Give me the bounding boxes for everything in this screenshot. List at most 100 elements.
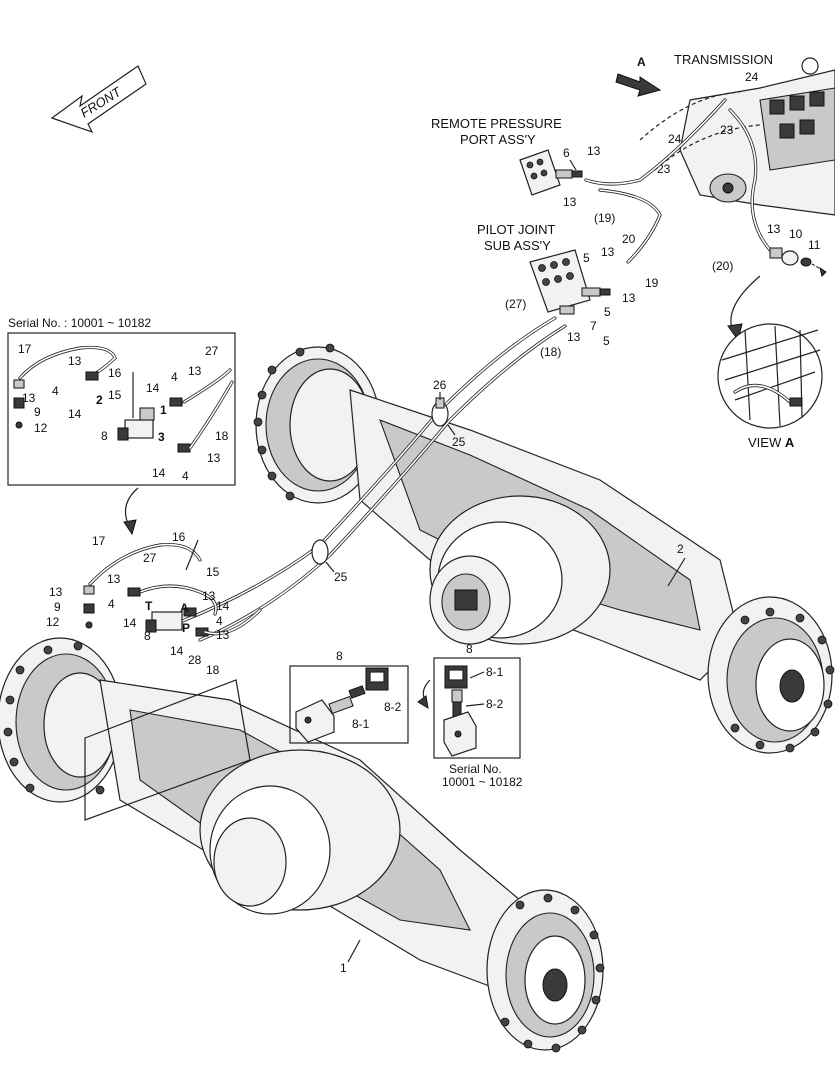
- callout-m13b: 13: [49, 585, 63, 599]
- hose-19b: [598, 188, 662, 264]
- callout-b14c: 14: [152, 466, 166, 480]
- callout-m8: 8: [144, 629, 151, 643]
- callout-t23a: 23: [720, 123, 734, 137]
- callout-t7: 7: [590, 319, 597, 333]
- callout-t20a: 20: [622, 232, 636, 246]
- hose-27-main: [178, 316, 557, 624]
- callout-b4a: 4: [52, 384, 59, 398]
- port-A: A: [180, 601, 189, 615]
- callout-t18a: (18): [540, 345, 561, 359]
- callout-b27: 27: [205, 344, 219, 358]
- pilot-joint-label-1: PILOT JOINT: [477, 222, 556, 237]
- serial-inset-parts: [13, 345, 234, 453]
- clamp-25: [311, 539, 329, 565]
- callout-m13d: 13: [216, 628, 230, 642]
- callout-i81b: 8-1: [486, 665, 504, 679]
- callout-b13a: 13: [68, 354, 82, 368]
- callout-b2: 2: [96, 393, 103, 407]
- callout-t13g: 13: [767, 222, 781, 236]
- callout-b14a: 14: [68, 407, 82, 421]
- port-P: P: [182, 621, 190, 635]
- callout-t19b: 19: [645, 276, 659, 290]
- callout-b8: 8: [101, 429, 108, 443]
- callout-m14a: 14: [123, 616, 137, 630]
- detail-8a-title: 8: [336, 649, 343, 663]
- callout-m16: 16: [172, 530, 186, 544]
- valve-group-8: [83, 539, 262, 637]
- callout-m18: 18: [206, 663, 220, 677]
- remote-pressure-label-1: REMOTE PRESSURE: [431, 116, 562, 131]
- callout-m27: 27: [143, 551, 157, 565]
- front-axle: [0, 637, 605, 1053]
- detail-8a-parts: [295, 667, 389, 743]
- callout-t10: 10: [789, 227, 803, 241]
- detail-8b-title: 8: [466, 642, 473, 656]
- callout-t25a: 25: [452, 435, 466, 449]
- detail-8b-frame: [433, 657, 521, 759]
- callout-m14c: 14: [170, 644, 184, 658]
- view-a-marker: A: [637, 55, 646, 69]
- callout-t13c: 13: [601, 245, 615, 259]
- detail-8b-parts: [443, 665, 477, 757]
- callout-t11: 11: [808, 238, 821, 252]
- callout-t25b: 25: [334, 570, 348, 584]
- callout-m28: 28: [188, 653, 202, 667]
- callout-1: 1: [340, 961, 347, 975]
- callout-t5a: 5: [583, 251, 590, 265]
- hose-18-main: [198, 324, 567, 642]
- callout-b18: 18: [215, 429, 229, 443]
- view-a-caption: VIEW A: [748, 435, 795, 450]
- callout-b1: 1: [160, 403, 167, 417]
- callout-t6: 6: [563, 146, 570, 160]
- serial-note-2: 10001 ~ 10182: [442, 775, 523, 789]
- callout-t27a: (27): [505, 297, 526, 311]
- callout-t13a: 13: [587, 144, 601, 158]
- serial-note-1: Serial No.: [449, 762, 502, 776]
- callout-m9: 9: [54, 600, 61, 614]
- callout-t26: 26: [433, 378, 447, 392]
- transmission-label: TRANSMISSION: [674, 52, 773, 67]
- callout-t20b: (20): [712, 259, 733, 273]
- callout-t13f: 13: [567, 330, 581, 344]
- port-T: T: [145, 599, 153, 613]
- callout-t19a: (19): [594, 211, 615, 225]
- callout-i81a: 8-1: [352, 717, 370, 731]
- front-right-hub-bolts: [500, 893, 605, 1053]
- fitting-10-11: [769, 247, 827, 277]
- callout-b3: 3: [158, 430, 165, 444]
- callout-m4a: 4: [108, 597, 115, 611]
- pilot-joint-block: [529, 249, 611, 315]
- front-left-hub-bolts: [3, 641, 105, 795]
- serial-inset-frame: [7, 332, 236, 486]
- callout-b13c: 13: [188, 364, 202, 378]
- callout-b13d: 13: [207, 451, 221, 465]
- callout-b16: 16: [108, 366, 122, 380]
- remote-pressure-label-2: PORT ASS'Y: [460, 132, 536, 147]
- callout-2: 2: [677, 542, 684, 556]
- hose-19: [584, 98, 727, 186]
- callout-b15: 15: [108, 388, 122, 402]
- rear-right-hub-bolts: [730, 607, 835, 753]
- front-arrow: FRONT: [50, 65, 147, 134]
- serial-box-title: Serial No. : 10001 ~ 10182: [8, 316, 151, 330]
- callout-m13a: 13: [107, 572, 121, 586]
- callout-m14b: 14: [216, 599, 230, 613]
- callout-m17: 17: [92, 534, 106, 548]
- callout-t5c: 5: [603, 334, 610, 348]
- remote-pressure-port: [519, 149, 583, 196]
- hose-20: [728, 108, 772, 252]
- callout-b14b: 14: [146, 381, 160, 395]
- clamp-26: [431, 397, 449, 427]
- callout-m13c: 13: [202, 589, 216, 603]
- view-a-detail: [717, 275, 823, 429]
- callout-b17: 17: [18, 342, 32, 356]
- callout-b4c: 4: [182, 469, 189, 483]
- callout-b4b: 4: [171, 370, 178, 384]
- callout-m12: 12: [46, 615, 60, 629]
- front-axle-reference-frame: [84, 679, 251, 821]
- detail-8a-frame: [289, 665, 409, 744]
- callout-i82b: 8-2: [486, 697, 504, 711]
- callout-t13b: 13: [563, 195, 577, 209]
- view-a-arrow: A: [615, 55, 662, 97]
- pilot-joint-label-2: SUB ASS'Y: [484, 238, 551, 253]
